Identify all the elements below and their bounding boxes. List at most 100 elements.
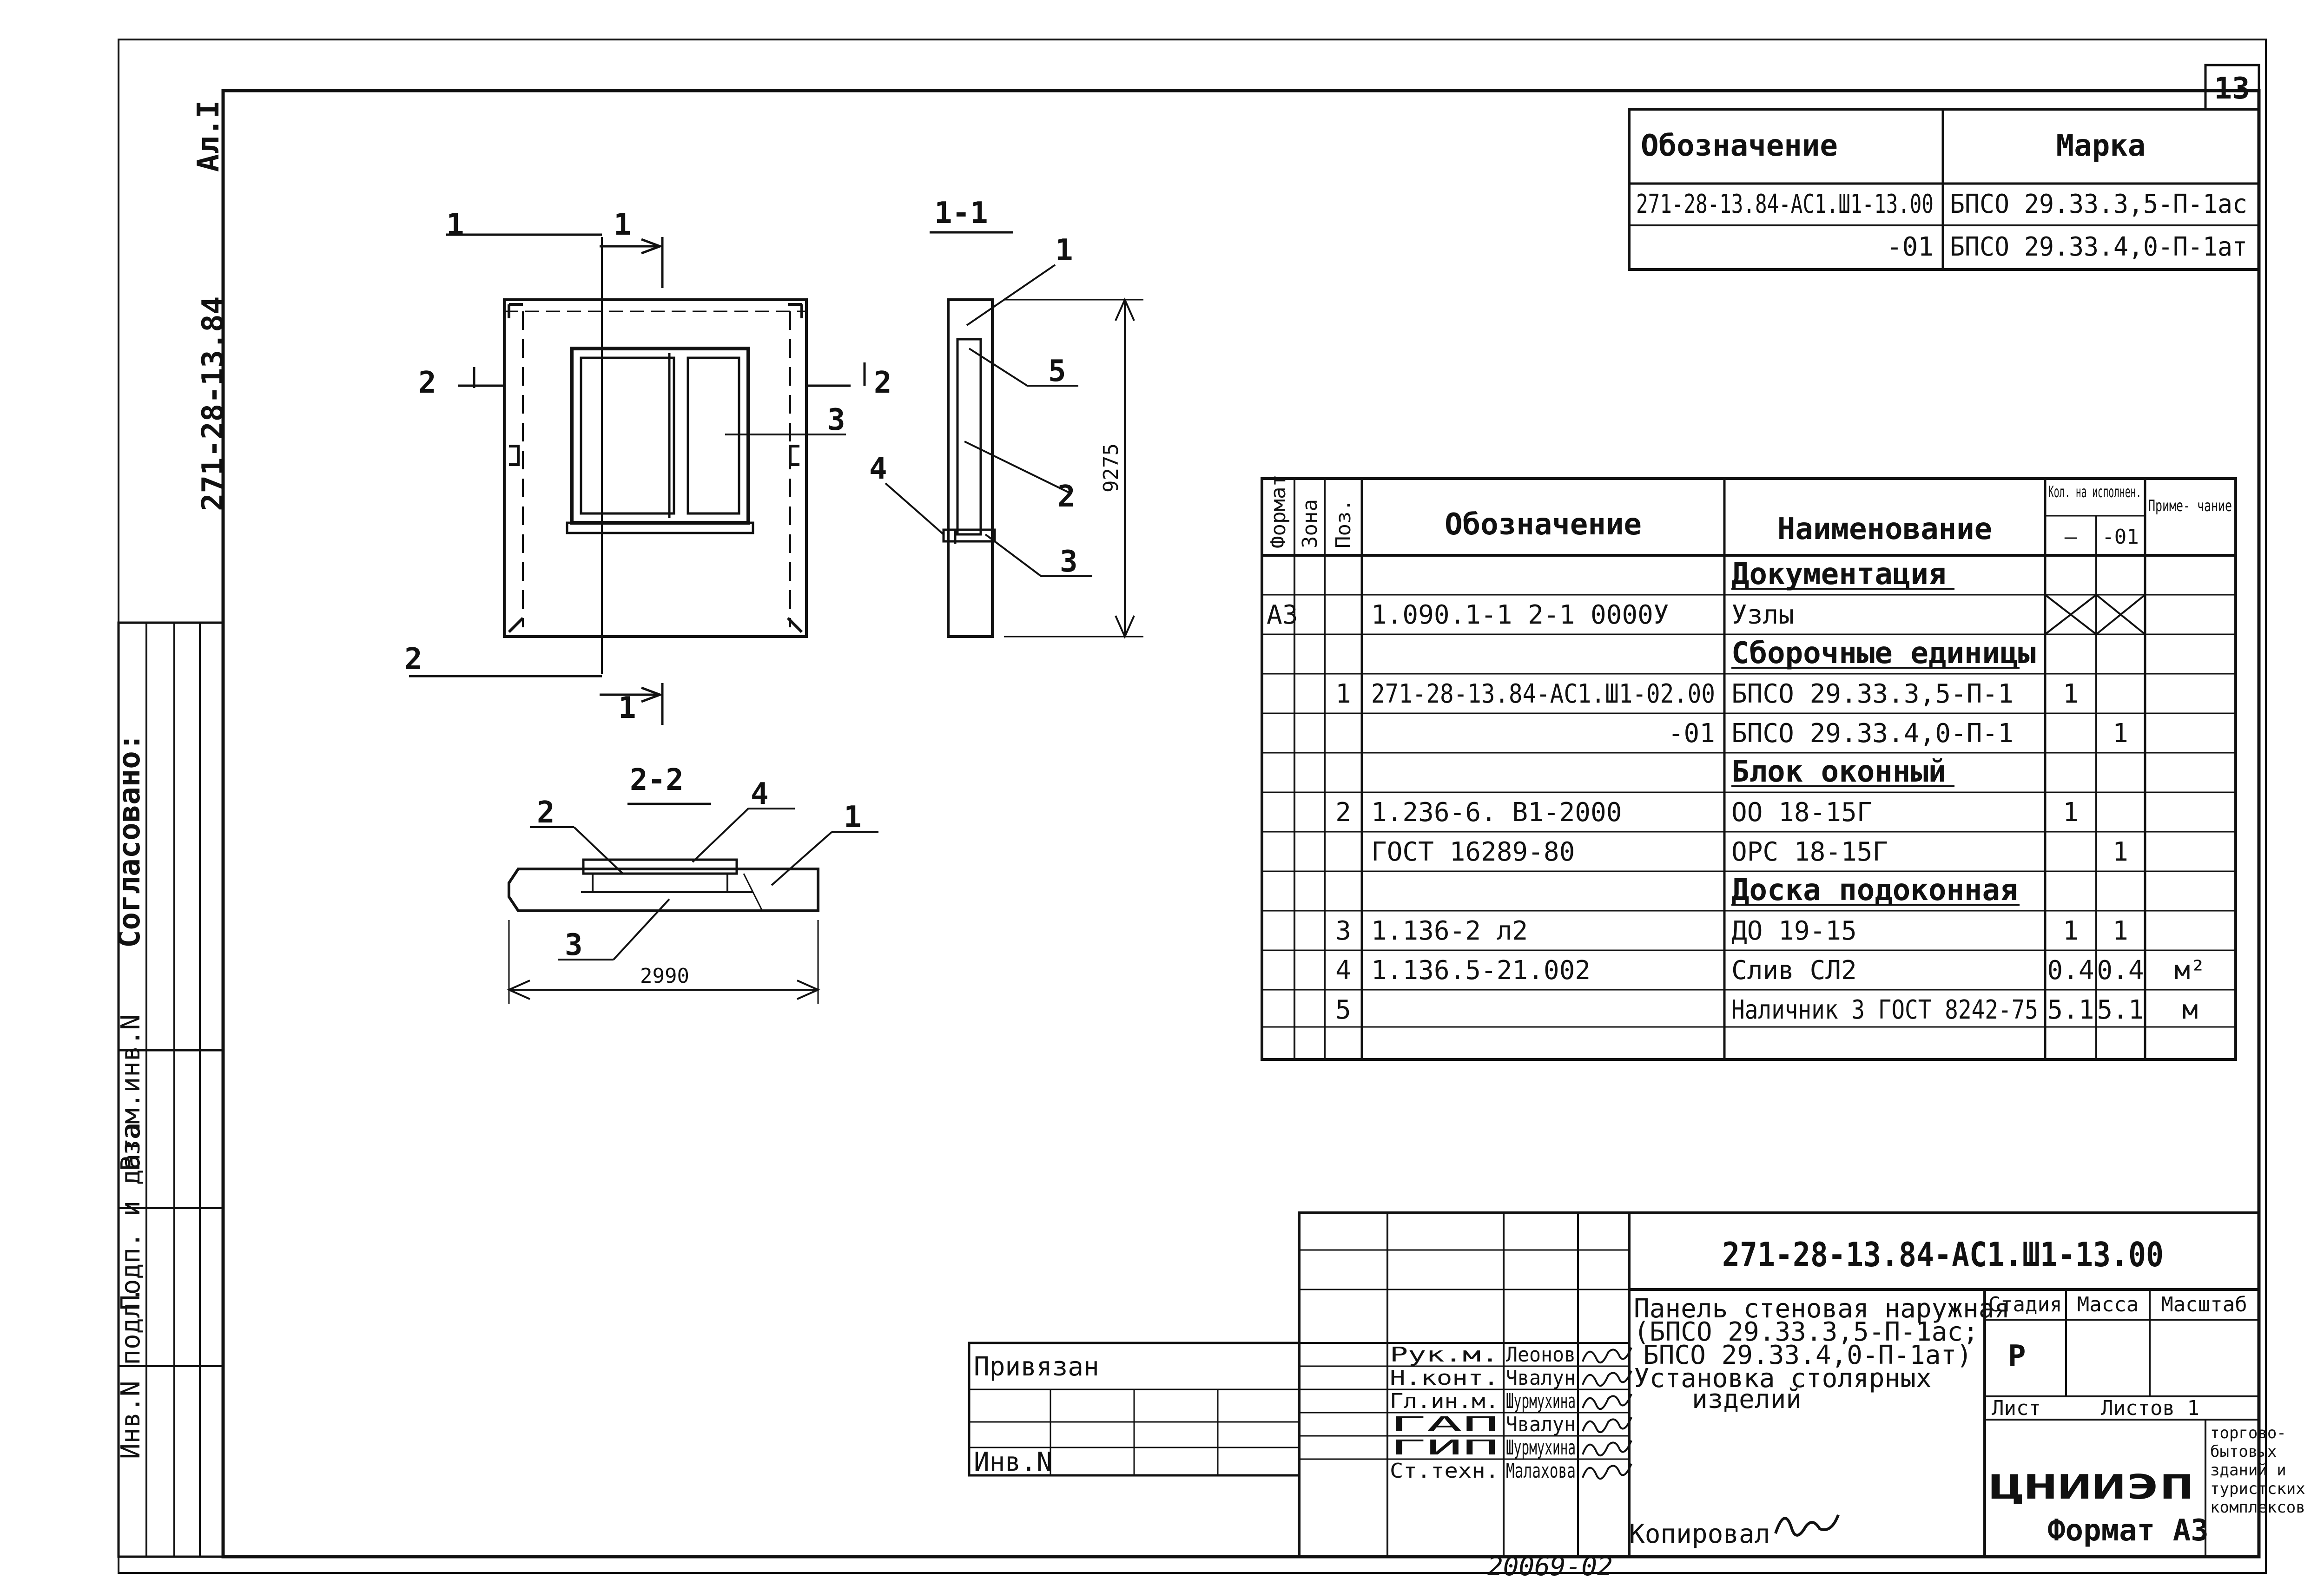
title-line-4: Установка столярных — [1634, 1363, 1932, 1394]
signatory-role: Рук.м. — [1390, 1343, 1499, 1367]
section-2-callout-1: 1 — [844, 800, 862, 835]
spec-cell-section-heading: Документация — [1731, 557, 1946, 592]
org-subtitle-1: торгово- — [2210, 1424, 2286, 1442]
cut-2-label-left: 2 — [418, 366, 436, 400]
signatory-role: Ст.техн. — [1390, 1459, 1499, 1483]
spec-cell-note: м² — [2174, 955, 2205, 986]
section-1-callout-4: 4 — [869, 452, 887, 486]
spec-cell-format: А3 — [1267, 600, 1298, 630]
marks-row-2-mark: БПСО 29.33.4,0-П-1ат — [1950, 232, 2247, 262]
signatory-signature — [1582, 1370, 1632, 1387]
org-subtitle-4: туристских — [2210, 1480, 2305, 1498]
signatory-signature — [1582, 1347, 1632, 1364]
section-2-title: 2-2 — [630, 763, 684, 797]
spec-cell-qty-01: 1 — [2113, 916, 2128, 946]
stage-value: Р — [2008, 1339, 2026, 1374]
spec-cell-name: Наличник 3 ГОСТ 8242-75 — [1731, 995, 2038, 1025]
spec-cell-qty-base: 1 — [2063, 797, 2079, 828]
spec-cell-name: БПСО 29.33.4,0-П-1 — [1731, 718, 2014, 749]
org-name: ЦНИИЭП — [1989, 1467, 2194, 1506]
spec-cell-designation: 1.136-2 л2 — [1371, 916, 1528, 946]
scale-label: Масштаб — [2161, 1293, 2247, 1316]
spec-table-grid — [1261, 477, 2237, 1061]
spec-header-qty: Кол. на исполнен. — [2048, 483, 2141, 501]
archive-number: 20069-02 — [1487, 1552, 1613, 1582]
spec-cell-name: ДО 19-15 — [1731, 916, 1857, 946]
section-2-callout-4: 4 — [751, 777, 769, 811]
spec-cell-qty-base: 1 — [2063, 679, 2079, 709]
signatory-signature — [1582, 1440, 1632, 1457]
signatory-signature — [1582, 1394, 1632, 1410]
left-sheet-label: Ал.I — [191, 100, 226, 172]
stage-label: Стадия — [1988, 1293, 2062, 1316]
sheet-label: Лист — [1992, 1396, 2041, 1420]
spec-cell-section-heading: Сборочные единицы — [1731, 636, 2036, 671]
spec-cell-name: Узлы — [1731, 600, 1794, 630]
spec-header-designation: Обозначение — [1445, 507, 1642, 542]
spec-cell-designation: ГОСТ 16289-80 — [1371, 837, 1575, 867]
side-stamp-replace: Взам.инв.N — [116, 1014, 146, 1171]
section-2-callout-2: 2 — [537, 796, 555, 830]
mass-label: Масса — [2077, 1293, 2139, 1316]
signatory-signature — [1582, 1463, 1632, 1480]
dim-width: 2990 — [640, 964, 689, 988]
signatory-name: Шурмухина — [1506, 1436, 1576, 1460]
signatory-signature — [1582, 1417, 1632, 1434]
spec-cell-qty-base: 0.4 — [2047, 955, 2094, 986]
spec-header-pos: Поз. — [1332, 499, 1355, 548]
signatory-role: ГАП — [1390, 1413, 1499, 1436]
spec-header-note: Приме- чание — [2148, 497, 2232, 515]
sheets-label: Листов 1 — [2101, 1396, 2199, 1420]
cut-1-label-top-right: 1 — [614, 208, 632, 242]
signatory-role: Н.конт. — [1390, 1366, 1499, 1390]
spec-cell-designation: 1.136.5-21.002 — [1371, 955, 1591, 986]
side-stamp-inv: Инв.N подл. — [116, 1287, 146, 1459]
left-approval-strip — [117, 621, 224, 1558]
spec-cell-qty-base: 5.1 — [2047, 995, 2094, 1025]
spec-cell-designation: -01 — [1668, 718, 1715, 749]
title-line-2: (БПСО 29.33.3,5-П-1ас; — [1634, 1317, 1979, 1347]
spec-cell-section-heading: Блок оконный — [1731, 755, 1946, 789]
section-1-callout-1: 1 — [1055, 233, 1073, 268]
org-subtitle-3: зданий и — [2210, 1461, 2286, 1480]
spec-header-zone: Зона — [1298, 499, 1322, 548]
section-2-view — [507, 808, 878, 1004]
section-1-callout-3: 3 — [1060, 545, 1078, 579]
cut-2-label-bottom: 2 — [404, 642, 423, 677]
marks-header-designation: Обозначение — [1641, 129, 1838, 163]
section-2-callout-3: 3 — [565, 928, 583, 962]
spec-cell-designation: 1.090.1-1 2-1 0000У — [1371, 600, 1669, 630]
spec-cell-designation: 1.236-6. В1-2000 — [1371, 797, 1622, 828]
marks-header-mark: Марка — [2056, 129, 2146, 163]
section-1-view — [885, 264, 1143, 639]
signatory-name: Чвалун — [1506, 1413, 1576, 1436]
dim-height: 9275 — [1099, 443, 1123, 493]
spec-header-name: Наименование — [1777, 512, 1992, 546]
page-number: 13 — [2214, 72, 2250, 106]
copier-signature — [1774, 1514, 1840, 1537]
org-subtitle-5: комплексов — [2210, 1498, 2305, 1517]
panel-front-view — [409, 233, 866, 725]
left-code: 271-28-13.84 — [196, 296, 231, 511]
spec-cell-designation: 271-28-13.84-АС1.Ш1-02.00 — [1371, 679, 1715, 709]
cut-1-label-top: 1 — [446, 208, 464, 242]
spec-header-format: Формат — [1267, 474, 1290, 548]
title-block-grid — [968, 1211, 2260, 1558]
inv-label: Инв.N — [974, 1447, 1052, 1477]
document-code: 271-28-13.84-АС1.Ш1-13.00 — [1722, 1235, 2164, 1274]
spec-cell-name: ОРС 18-15Г — [1731, 837, 1888, 867]
spec-cell-pos: 4 — [1335, 955, 1351, 986]
side-stamp-sign: Подп. и дата — [116, 1122, 146, 1310]
spec-cell-qty-01: 1 — [2113, 718, 2128, 749]
marks-table — [1628, 108, 2260, 271]
cut-1-label-bottom: 1 — [618, 691, 636, 725]
marks-row-2-designation: -01 — [1887, 232, 1934, 262]
cut-2-label-right: 2 — [874, 366, 892, 400]
spec-cell-qty-base: 1 — [2063, 916, 2079, 946]
signatory-name: Малахова — [1506, 1459, 1576, 1483]
title-line-1: Панель стеновая наружная — [1634, 1294, 2010, 1324]
signatory-role: ГИП — [1390, 1436, 1499, 1460]
signatory-rows: Рук.м.ЛеоновН.конт.ЧвалунГл.ин.м.Шурмухи… — [1390, 1343, 1632, 1483]
